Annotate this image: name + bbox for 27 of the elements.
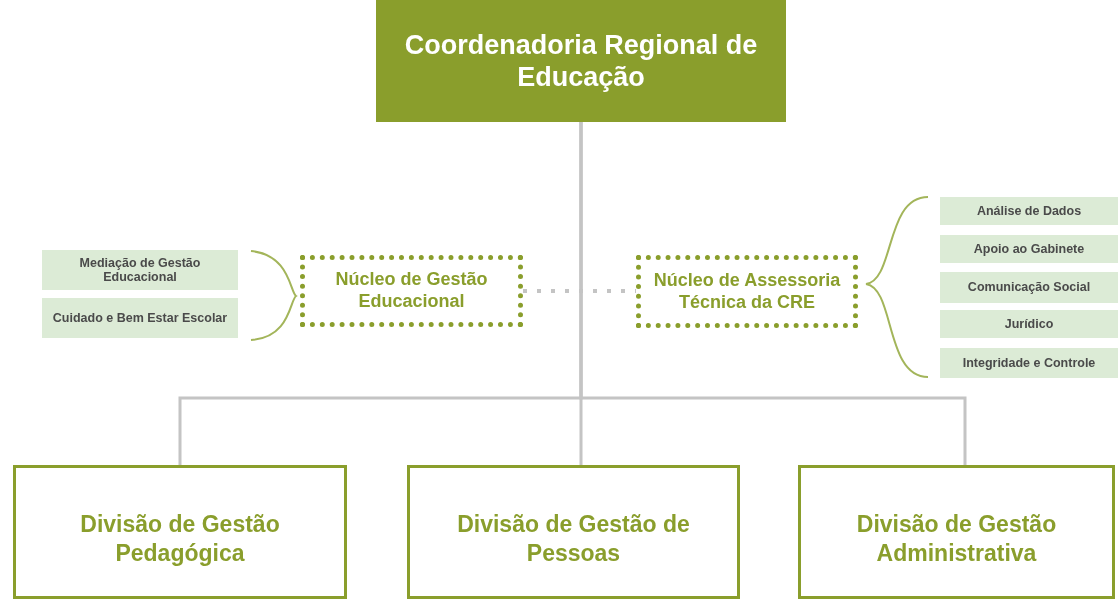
item-box (940, 235, 1118, 263)
box-label: Mediação de Gestão Educacional (78, 255, 202, 285)
box-label: Análise de Dados (976, 203, 1082, 219)
box-label: Apoio ao Gabinete (973, 241, 1085, 257)
item-box (940, 197, 1118, 225)
dotted-box (636, 255, 858, 328)
division-box (407, 465, 740, 599)
box-label: Integridade e Controle (962, 355, 1096, 371)
box-label: Coordenadoria Regional de Educação (403, 28, 759, 94)
box-label: Núcleo de Assessoria Técnica da CRE (652, 269, 842, 314)
box-label: Comunicação Social (967, 280, 1091, 295)
dotted-box (300, 255, 523, 327)
item-box (940, 272, 1118, 303)
division-box (798, 465, 1115, 599)
item-box (42, 298, 238, 338)
box-label: Divisão de Gestão Administrativa (855, 510, 1058, 568)
box-label: Cuidado e Bem Estar Escolar (52, 310, 228, 326)
box-label: Divisão de Gestão Pedagógica (79, 510, 281, 568)
item-box (940, 348, 1118, 378)
box-label: Núcleo de Gestão Educacional (334, 269, 489, 313)
item-box (940, 310, 1118, 338)
header-box (376, 0, 786, 122)
connector-line (579, 122, 967, 465)
division-box (13, 465, 347, 599)
item-box (42, 250, 238, 290)
box-label: Divisão de Gestão de Pessoas (456, 510, 691, 568)
box-label: Jurídico (1004, 316, 1054, 332)
